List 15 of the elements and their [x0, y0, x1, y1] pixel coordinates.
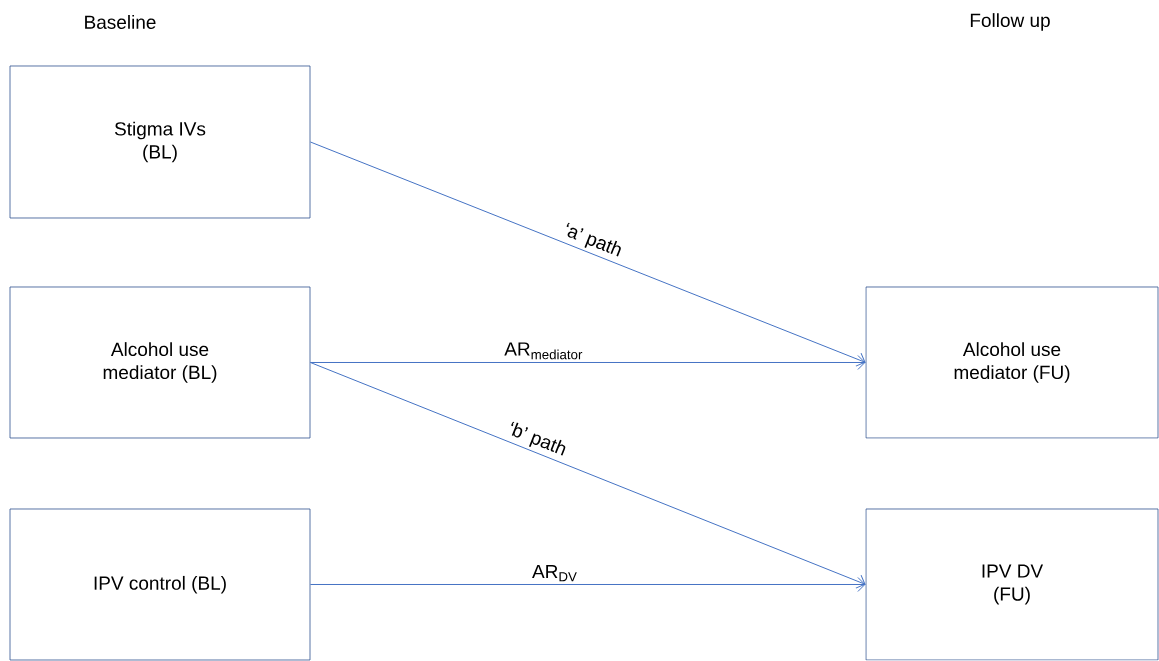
column-heading: Baseline [85, 15, 156, 29]
edge-label: ‘a’ path [566, 222, 621, 257]
variable-box: Alcohol use mediator (BL) [9, 286, 311, 439]
arrow [309, 355, 866, 370]
edge-label: AR$_{mediator}$ [504, 342, 583, 360]
edge-label: ‘b’ path [511, 421, 566, 456]
variable-box: IPV control (BL) [9, 508, 311, 661]
arrow [309, 577, 866, 592]
edge-label: AR$_{DV}$ [532, 565, 577, 582]
variable-box: Alcohol use mediator (FU) [865, 286, 1159, 439]
column-heading: Follow up [970, 13, 1050, 31]
variable-box: IPV DV (FU) [865, 508, 1159, 661]
variable-box: Stigma IVs (BL) [9, 65, 311, 219]
arrow [309, 362, 866, 589]
arrow [309, 141, 866, 367]
